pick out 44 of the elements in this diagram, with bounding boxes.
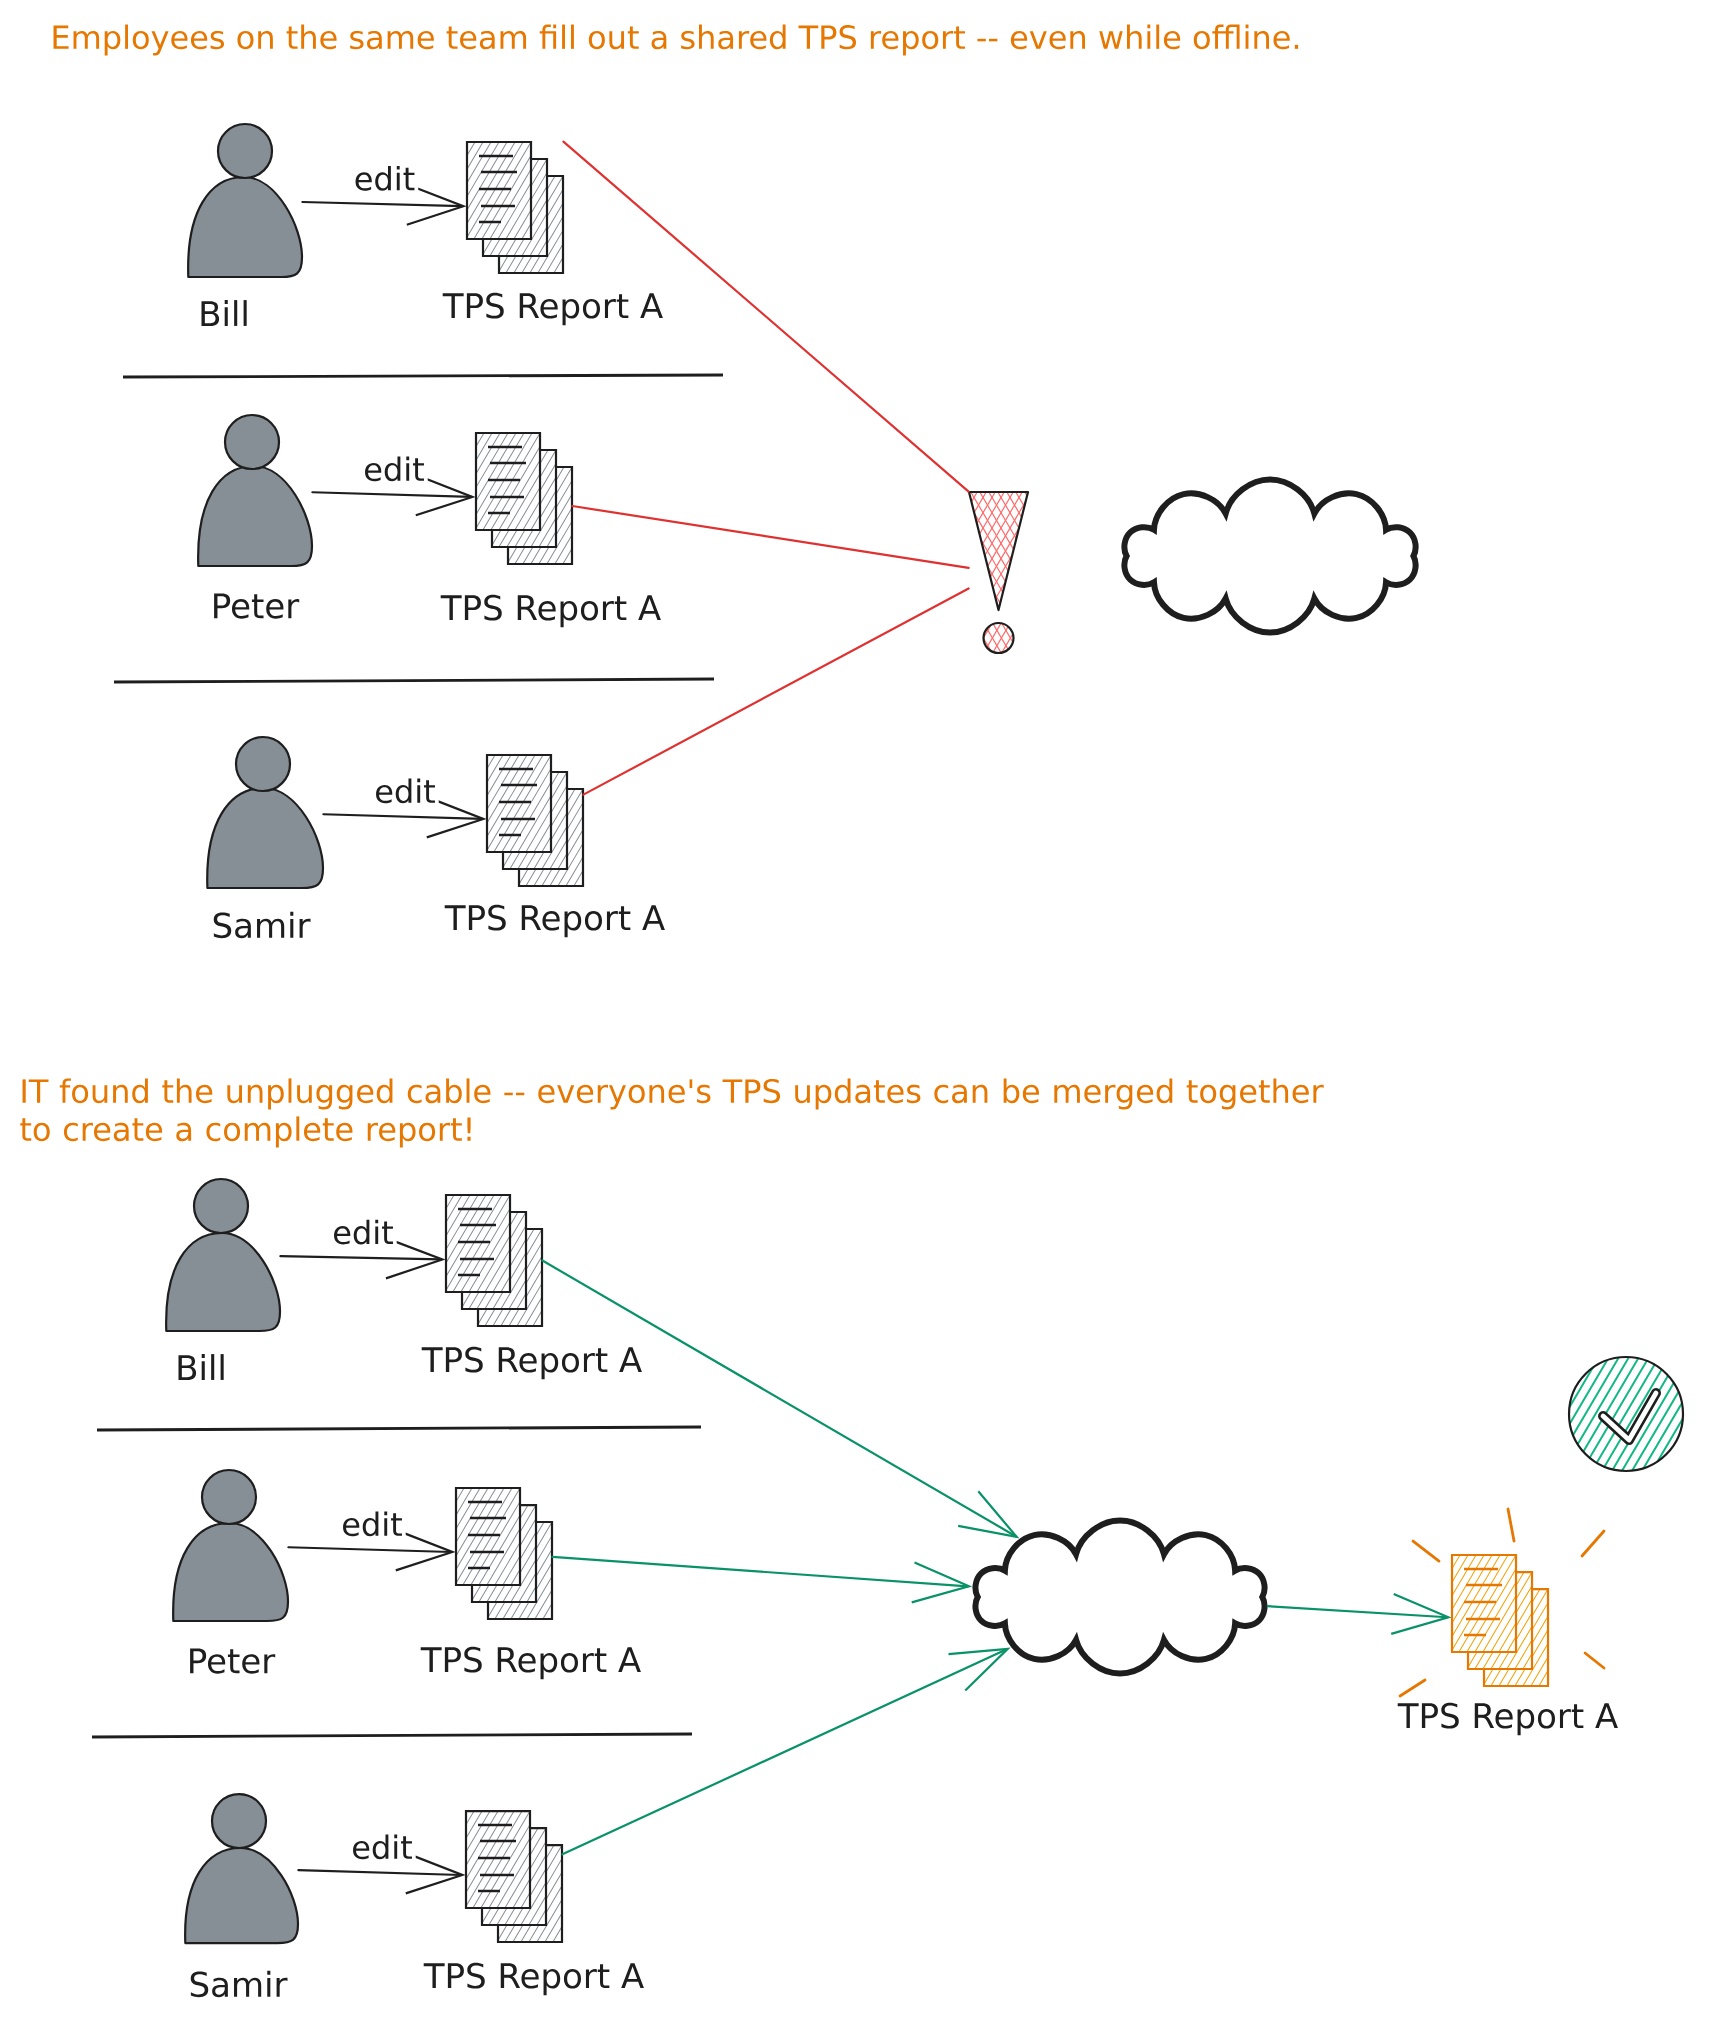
document-stack: TPS Report A bbox=[442, 140, 663, 326]
node-label: TPS Report A bbox=[420, 1646, 641, 1680]
connector-line bbox=[571, 504, 970, 569]
edge-label: edit bbox=[348, 1831, 416, 1863]
edge-label: edit bbox=[360, 453, 428, 485]
heading: Employees on the same team fill out a shared TPS report -- even while offline. bbox=[53, 24, 1299, 56]
node-label: TPS Report A bbox=[442, 292, 663, 326]
arrow bbox=[551, 1555, 973, 1604]
node-label: Bill bbox=[178, 1354, 224, 1380]
edge-label: edit bbox=[338, 1508, 406, 1540]
node-label: Peter bbox=[214, 593, 300, 619]
document-stack: TPS Report A bbox=[440, 431, 661, 628]
node-label: Samir bbox=[190, 1970, 288, 1998]
connector-line bbox=[562, 140, 970, 493]
node-label: TPS Report A bbox=[444, 904, 665, 938]
arrow bbox=[561, 1647, 1011, 1856]
node-label: TPS Report A bbox=[423, 1962, 644, 1996]
node-label: TPS Report A bbox=[1397, 1702, 1618, 1736]
document-stack: TPS Report A bbox=[423, 1809, 644, 1996]
node-label: Peter bbox=[190, 1648, 276, 1674]
exclamation-mark bbox=[967, 490, 1030, 655]
node-label: Bill bbox=[201, 300, 247, 326]
node-label: TPS Report A bbox=[440, 594, 661, 628]
person-figure: Samir bbox=[184, 1792, 300, 1998]
arrow bbox=[1266, 1592, 1452, 1635]
document-stack: TPS Report A bbox=[420, 1486, 641, 1680]
document-stack: TPS Report A bbox=[421, 1193, 642, 1380]
connector-line bbox=[582, 587, 970, 796]
person-figure: Samir bbox=[206, 735, 325, 939]
person-figure: Peter bbox=[197, 413, 314, 619]
document-stack: TPS Report A bbox=[1397, 1553, 1618, 1736]
cloud-shape bbox=[972, 1517, 1268, 1677]
person-figure: Bill bbox=[165, 1177, 282, 1380]
heading: IT found the unplugged cable -- everyone's TPS updates can be merged together to create a complete report! bbox=[20, 1078, 1324, 1148]
edge-label: edit bbox=[329, 1216, 397, 1248]
edge-label: edit bbox=[371, 775, 439, 807]
node-label: Samir bbox=[213, 911, 311, 939]
arrow bbox=[541, 1259, 1020, 1539]
person-figure: Bill bbox=[187, 122, 304, 326]
cloud-shape bbox=[1121, 476, 1419, 636]
node-label: TPS Report A bbox=[421, 1346, 642, 1380]
person-figure: Peter bbox=[172, 1468, 290, 1674]
edge-label: edit bbox=[350, 162, 419, 194]
document-stack: TPS Report A bbox=[444, 753, 665, 938]
